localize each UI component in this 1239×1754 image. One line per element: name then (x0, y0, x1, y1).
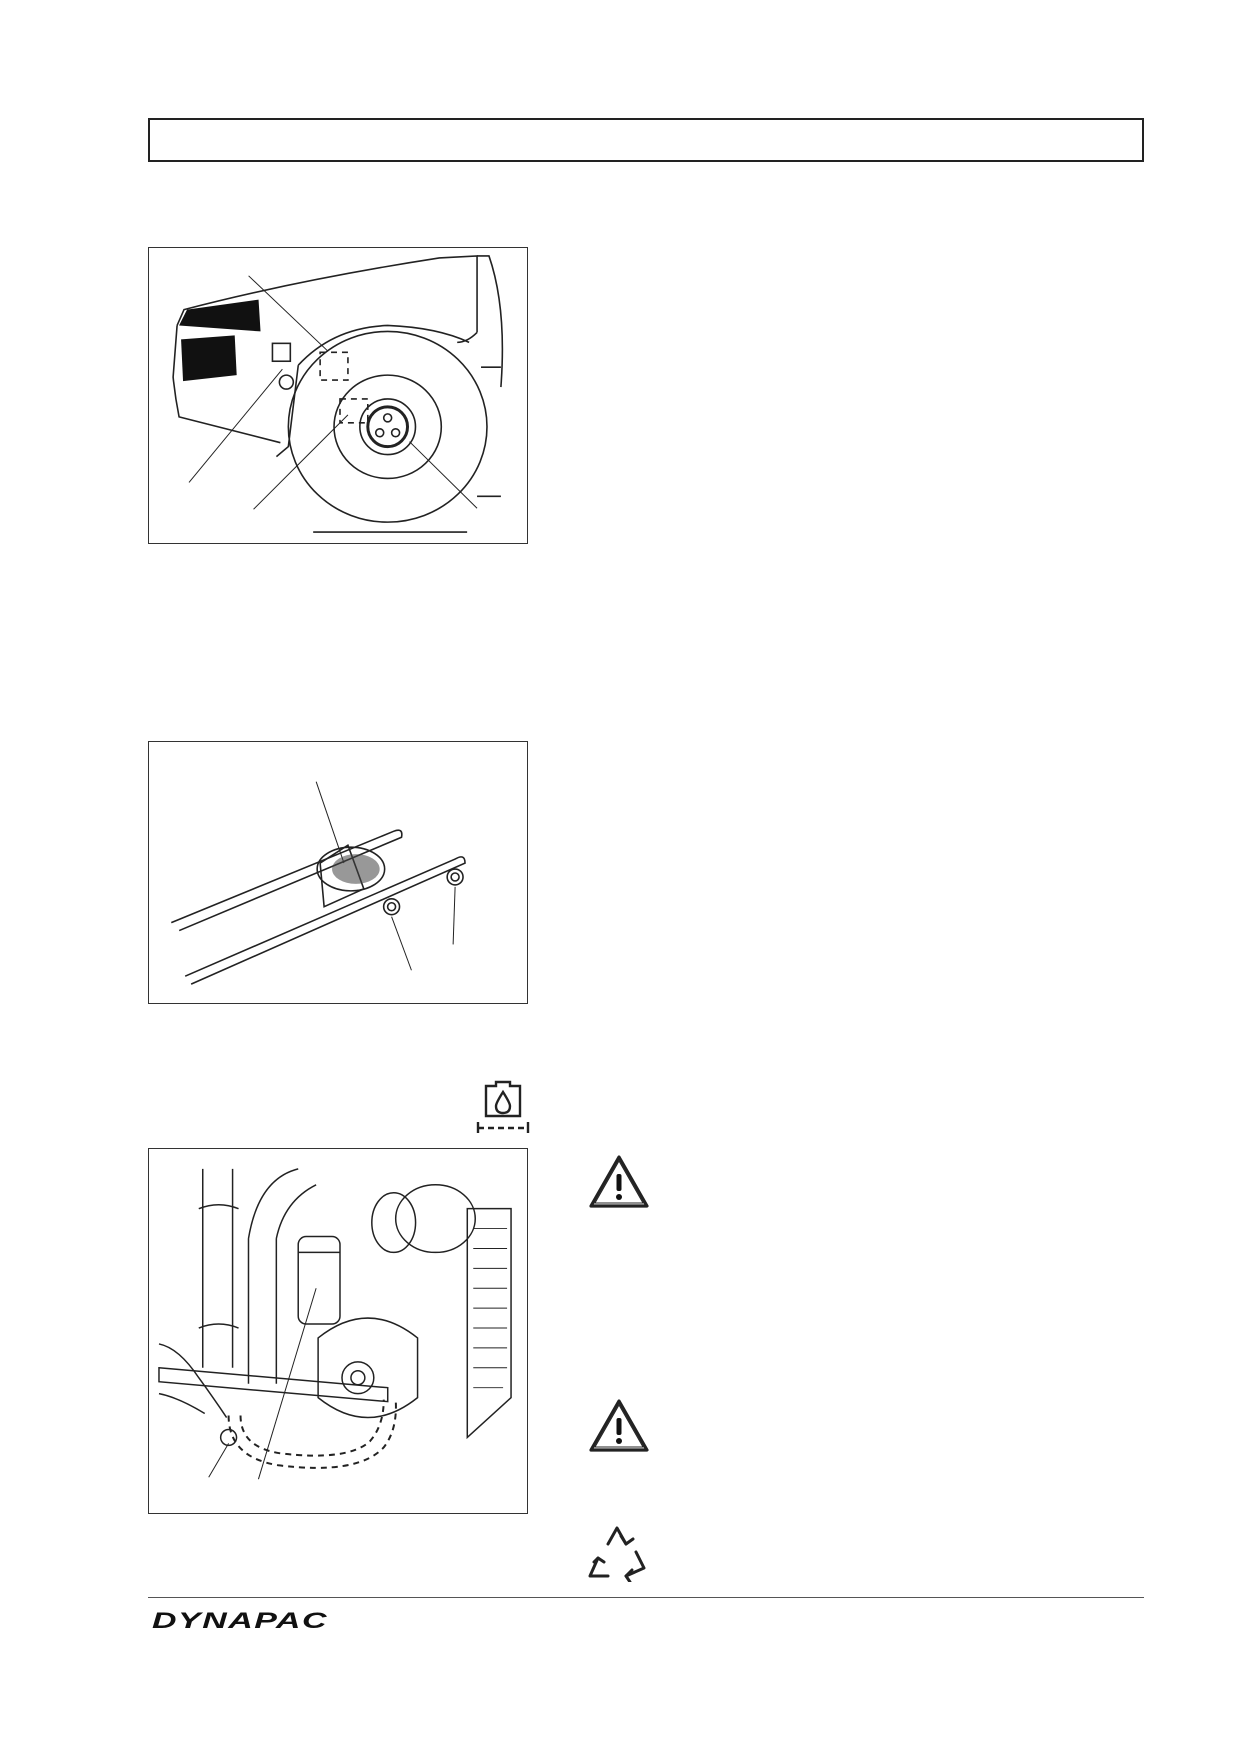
figure-machine-side (148, 247, 528, 544)
warning-icon (588, 1398, 650, 1454)
footer-divider (148, 1597, 1144, 1598)
engine-oil-drain-icon (474, 1076, 532, 1134)
figure-engine-compartment (148, 1148, 528, 1514)
brand-text: DYNAPAC (152, 1608, 328, 1632)
figure-filter-bracket (148, 741, 528, 1004)
engine-compartment-drawing (158, 1168, 512, 1480)
page-header-box (148, 118, 1144, 162)
recycle-icon (586, 1522, 648, 1584)
filter-bracket-drawing (170, 781, 466, 985)
warning-icon (588, 1154, 650, 1210)
dynapac-logo: DYNAPAC (150, 1606, 332, 1632)
machine-side-drawing (172, 255, 504, 533)
